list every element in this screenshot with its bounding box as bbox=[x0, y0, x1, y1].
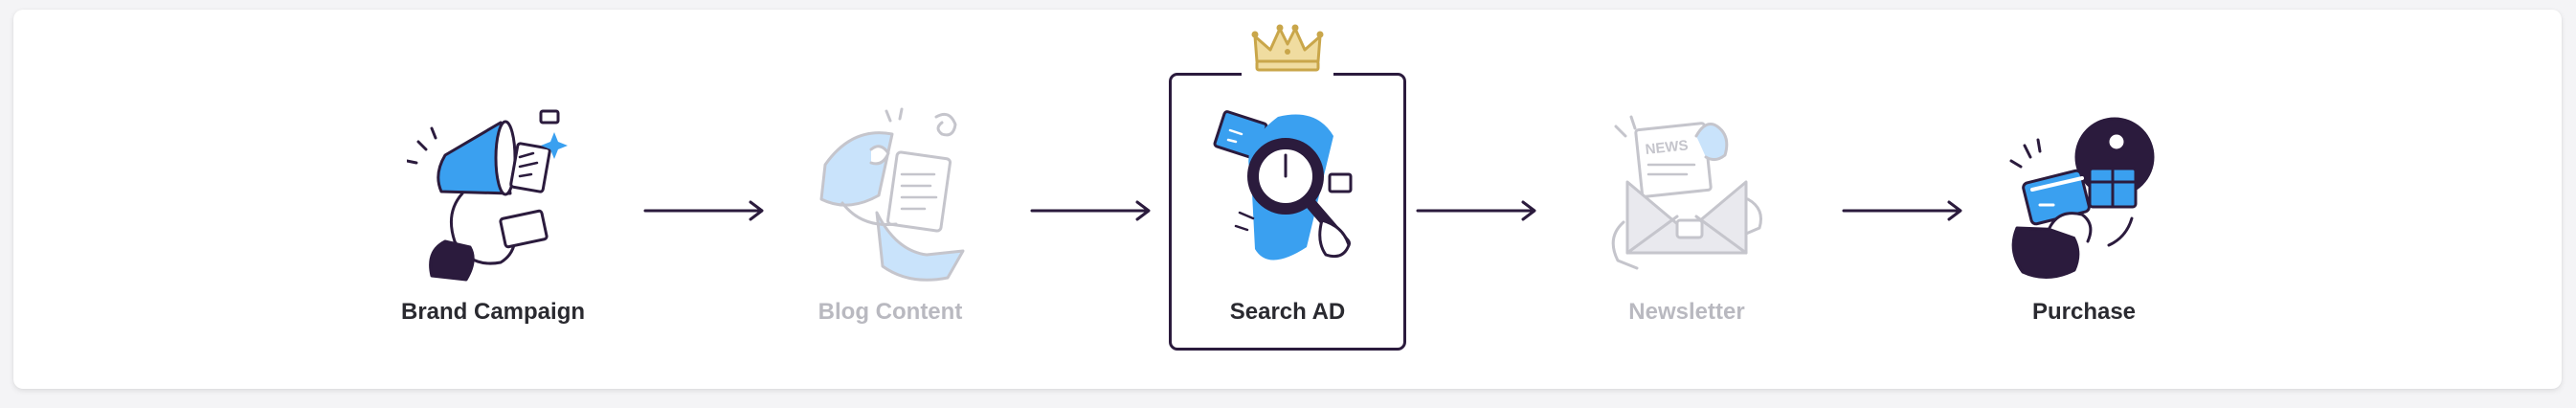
step-brand-campaign: Brand Campaign bbox=[369, 107, 617, 326]
arrow-right-icon bbox=[1416, 200, 1536, 221]
step-label: Purchase bbox=[2031, 299, 2137, 325]
blog-document-icon bbox=[819, 107, 965, 282]
magnifying-glass-icon bbox=[1213, 110, 1353, 261]
step-label: Search AD bbox=[1229, 299, 1346, 325]
megaphone-icon bbox=[407, 109, 568, 282]
step-label: Newsletter bbox=[1628, 299, 1745, 325]
envelope-news-icon: NEWS bbox=[1611, 115, 1762, 270]
step-blog-content: Blog Content bbox=[766, 107, 1015, 326]
arrow-right-icon bbox=[643, 200, 764, 221]
svg-text:NEWS: NEWS bbox=[1645, 137, 1690, 158]
shopping-card-icon bbox=[2009, 117, 2155, 279]
step-newsletter: NEWS Newsletter bbox=[1562, 107, 1811, 326]
step-label: Blog Content bbox=[818, 299, 963, 325]
crown-icon bbox=[1242, 23, 1333, 79]
step-label: Brand Campaign bbox=[400, 299, 586, 325]
step-search-ad: Search AD bbox=[1163, 107, 1412, 326]
step-purchase: Purchase bbox=[1960, 107, 2208, 326]
arrow-right-icon bbox=[1030, 200, 1151, 221]
arrow-right-icon bbox=[1842, 200, 1962, 221]
